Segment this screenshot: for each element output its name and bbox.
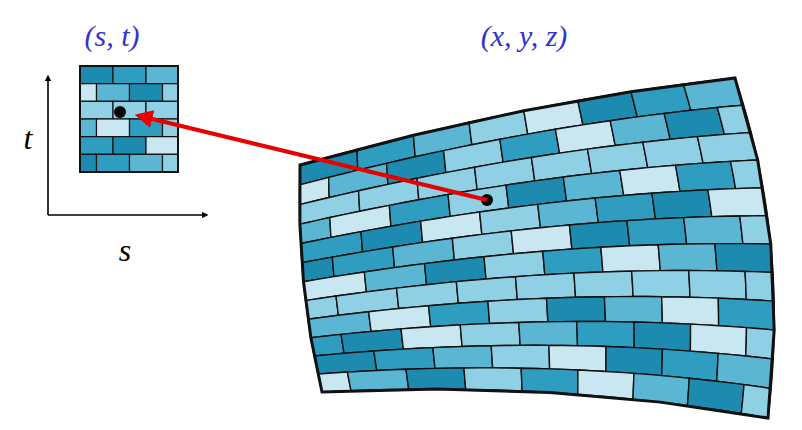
brick <box>684 216 743 244</box>
brick <box>146 66 178 84</box>
parameter-coords: (s, t) <box>85 21 140 51</box>
surface-coords: (x, y, z) <box>481 21 568 51</box>
mapping-arrow <box>140 116 487 200</box>
brick <box>652 190 712 219</box>
brick <box>406 368 466 389</box>
brick <box>675 161 735 191</box>
brick <box>627 218 687 246</box>
t-axis <box>47 76 49 215</box>
brick <box>80 137 113 155</box>
brick <box>130 154 163 172</box>
brick <box>643 137 703 168</box>
brick <box>113 66 146 84</box>
brick <box>97 84 130 102</box>
brick <box>741 385 771 418</box>
brick <box>113 137 146 155</box>
brick <box>601 245 660 272</box>
brick <box>519 321 578 345</box>
s-axis <box>48 214 207 216</box>
brick <box>606 346 662 375</box>
brick <box>697 132 757 163</box>
brick <box>163 84 179 102</box>
brick <box>658 244 717 271</box>
brick <box>515 273 575 299</box>
brick <box>80 66 113 84</box>
brick <box>569 221 629 249</box>
brick <box>708 188 768 217</box>
brick <box>604 297 662 323</box>
brick <box>620 165 680 195</box>
brick <box>577 321 635 347</box>
brick <box>433 346 493 369</box>
surface-border <box>300 78 774 418</box>
brick <box>80 84 97 102</box>
brick <box>488 298 548 323</box>
brick <box>130 84 163 102</box>
texture-border <box>80 66 178 172</box>
brick <box>456 277 517 304</box>
brick <box>97 119 130 137</box>
brick <box>464 368 522 391</box>
brick <box>574 271 633 297</box>
brick <box>715 244 773 273</box>
brick <box>491 345 549 369</box>
brick <box>347 369 408 390</box>
brick <box>374 348 435 371</box>
texture-point <box>114 106 126 118</box>
brick <box>80 101 113 119</box>
brick <box>146 101 178 119</box>
texture-image <box>80 66 178 172</box>
brick <box>632 271 690 298</box>
brick <box>634 322 691 351</box>
brick <box>546 297 605 322</box>
brick <box>80 119 97 137</box>
axis-label: t <box>24 122 33 154</box>
brick <box>595 193 655 222</box>
brick <box>146 137 178 155</box>
brick <box>543 247 603 274</box>
axis-label: s <box>119 234 131 266</box>
brick <box>80 154 97 172</box>
brick <box>460 322 520 346</box>
brick <box>97 154 130 172</box>
brick <box>549 345 606 371</box>
brick <box>311 334 344 356</box>
brick <box>746 328 774 359</box>
brick <box>718 298 774 330</box>
brick <box>745 271 774 301</box>
textured-surface <box>299 78 774 418</box>
brick <box>429 301 490 326</box>
brick <box>163 154 179 172</box>
brick <box>689 271 747 300</box>
brick <box>401 325 462 349</box>
brick <box>662 297 719 326</box>
